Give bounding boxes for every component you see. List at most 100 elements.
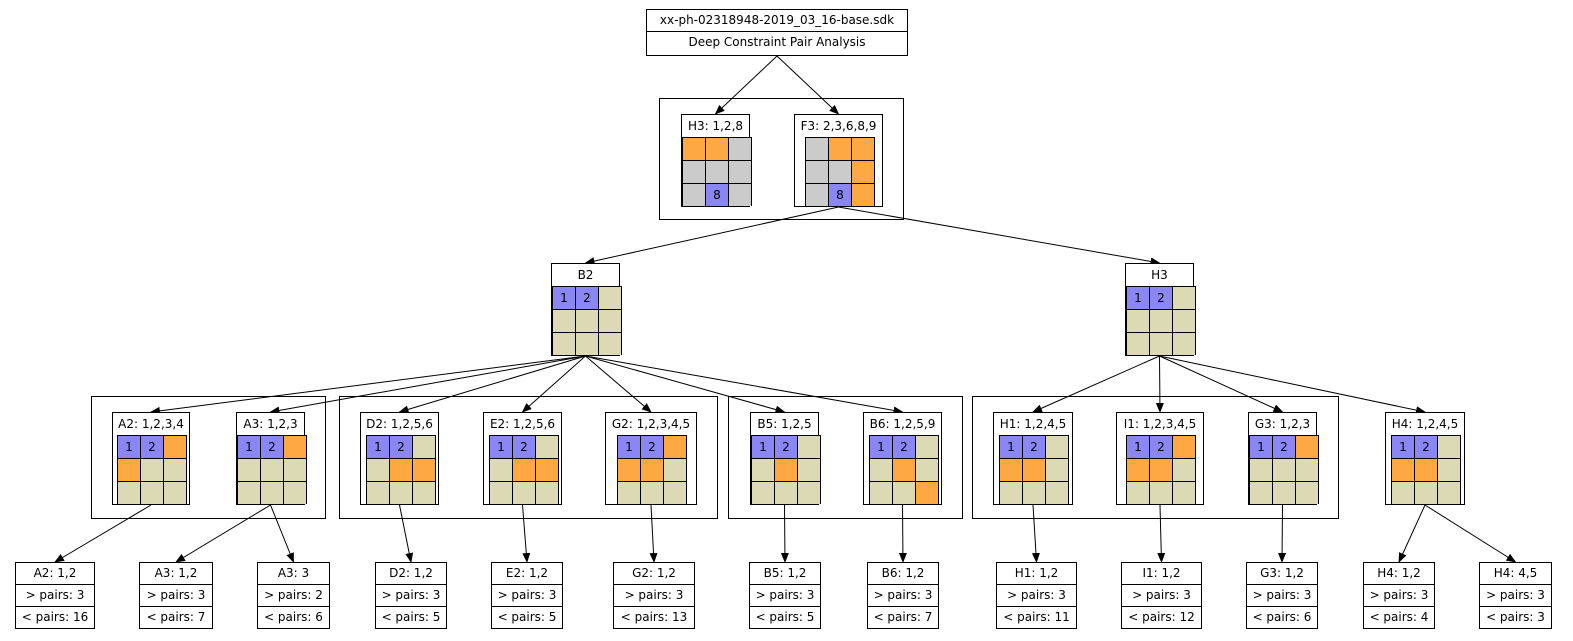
less-pairs: < pairs: 5	[750, 606, 820, 628]
record-h4-12: H4: 1,2> pairs: 3< pairs: 4	[1363, 562, 1435, 629]
grid-cell	[729, 138, 751, 160]
record-b6: B6: 1,2> pairs: 3< pairs: 7	[867, 562, 939, 629]
grid-cell	[729, 161, 751, 183]
grid-cell	[1150, 482, 1172, 504]
grid-cell	[798, 482, 820, 504]
grid-cell	[1250, 482, 1272, 504]
record-h1: H1: 1,2> pairs: 3< pairs: 11	[996, 562, 1077, 629]
grid-cell	[1127, 482, 1149, 504]
grid-cell	[1150, 459, 1172, 481]
node-label: B6: 1,2,5,9	[869, 417, 936, 431]
less-pairs: < pairs: 6	[258, 606, 329, 628]
grid-cell	[367, 459, 389, 481]
edge-f3_top-b2	[584, 206, 839, 265]
node-label: F3: 2,3,6,8,9	[800, 119, 877, 133]
grid-cell	[164, 436, 186, 458]
record-label: A3: 3	[277, 566, 310, 580]
candidate-grid: 8	[805, 137, 875, 206]
greater-pairs: > pairs: 3	[1364, 584, 1434, 606]
grid-cell	[576, 310, 598, 332]
grid-cell: 1	[1127, 287, 1149, 309]
grid-cell	[1250, 459, 1272, 481]
grid-cell	[852, 138, 874, 160]
edge-b2-a3	[269, 355, 586, 415]
grid-cell	[852, 184, 874, 206]
grid-cell: 1	[1392, 436, 1414, 458]
grid-cell: 2	[1150, 287, 1172, 309]
grid-cell	[238, 459, 260, 481]
record-label: B6: 1,2	[881, 566, 925, 580]
record-label: D2: 1,2	[389, 566, 433, 580]
grid-cell	[1023, 482, 1045, 504]
node-label: H1: 1,2,4,5	[999, 417, 1067, 431]
cluster-d-e-g	[339, 396, 718, 519]
node-label: B5: 1,2,5	[757, 417, 812, 431]
grid-cell	[164, 482, 186, 504]
record-label: B5: 1,2	[763, 566, 807, 580]
record-label: G2: 1,2	[632, 566, 676, 580]
grid-cell	[806, 161, 828, 183]
grid-cell: 1	[1127, 436, 1149, 458]
node-label: E2: 1,2,5,6	[489, 417, 556, 431]
grid-cell	[1273, 482, 1295, 504]
grid-cell	[1000, 459, 1022, 481]
edge-h3-i1	[1155, 355, 1164, 413]
grid-cell: 1	[118, 436, 140, 458]
edge-b2-e2	[521, 355, 586, 413]
greater-pairs: > pairs: 3	[1247, 584, 1317, 606]
grid-cell	[413, 436, 435, 458]
edge-root-h3_top	[714, 55, 778, 115]
grid-cell	[1438, 459, 1460, 481]
grid-cell	[916, 436, 938, 458]
grid-cell	[284, 436, 306, 458]
cluster-b	[728, 396, 963, 519]
candidate-grid: 8	[682, 137, 752, 206]
less-pairs: < pairs: 12	[1122, 606, 1201, 628]
edge-b2-b6	[585, 355, 904, 415]
grid-cell	[798, 459, 820, 481]
grid-cell	[1392, 459, 1414, 481]
less-pairs: < pairs: 13	[614, 606, 694, 628]
grid-cell	[1438, 436, 1460, 458]
grid-cell: 1	[490, 436, 512, 458]
grid-cell	[1296, 436, 1318, 458]
grid-cell	[752, 482, 774, 504]
grid-node-f3-top: F3: 2,3,6,8,9 8	[794, 114, 883, 207]
grid-cell	[916, 459, 938, 481]
cluster-top	[659, 98, 904, 220]
grid-cell	[916, 482, 938, 504]
grid-cell	[413, 482, 435, 504]
grid-cell	[261, 459, 283, 481]
greater-pairs: > pairs: 2	[258, 584, 329, 606]
grid-cell: 2	[261, 436, 283, 458]
record-g3: G3: 1,2> pairs: 3< pairs: 6	[1246, 562, 1318, 629]
less-pairs: < pairs: 5	[376, 606, 446, 628]
grid-cell	[118, 482, 140, 504]
cluster-h-i-g	[972, 396, 1339, 519]
greater-pairs: > pairs: 3	[750, 584, 820, 606]
grid-cell	[1046, 436, 1068, 458]
record-a2: A2: 1,2> pairs: 3< pairs: 16	[15, 562, 95, 629]
grid-cell	[1173, 436, 1195, 458]
grid-cell	[664, 459, 686, 481]
grid-cell	[1150, 310, 1172, 332]
node-label: B2	[577, 268, 594, 282]
grid-cell	[806, 138, 828, 160]
grid-cell	[536, 459, 558, 481]
grid-cell: 8	[829, 184, 851, 206]
grid-cell: 2	[893, 436, 915, 458]
grid-cell: 2	[576, 287, 598, 309]
grid-cell: 2	[513, 436, 535, 458]
